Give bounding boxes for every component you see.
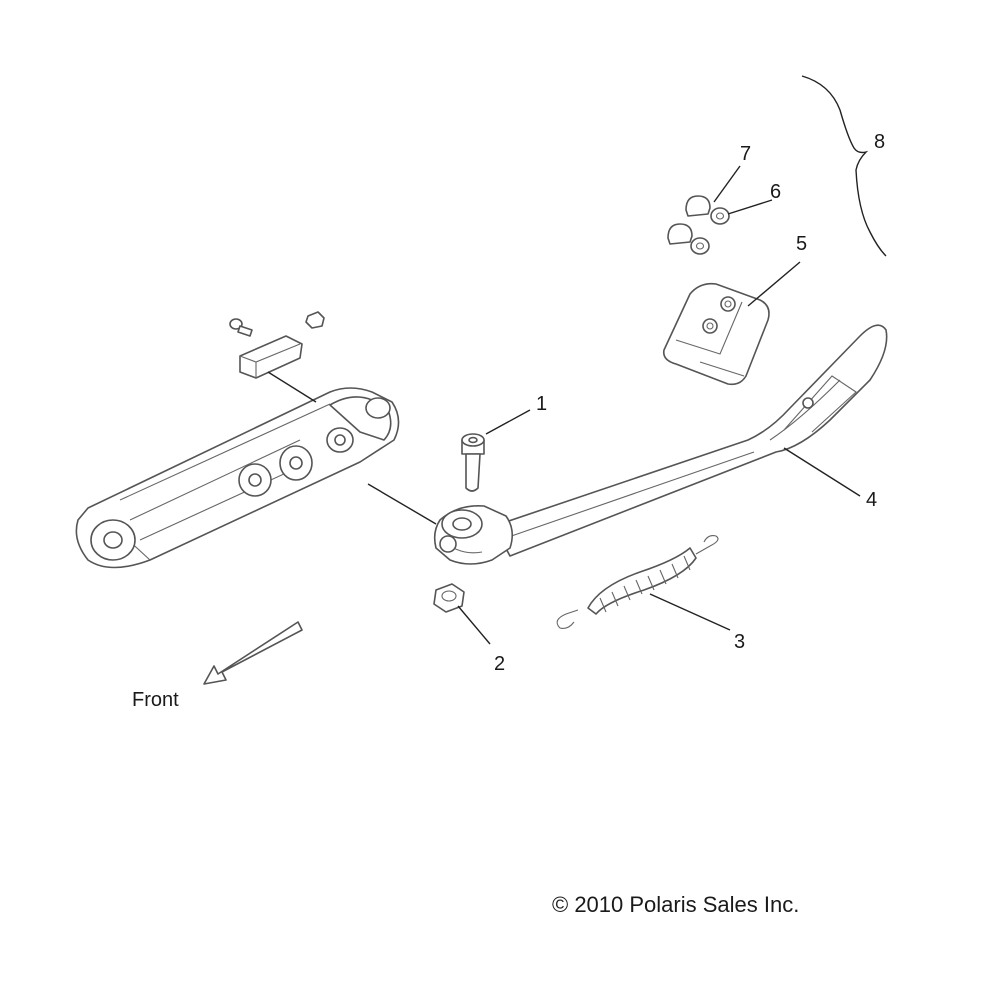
callout-8: 8 bbox=[874, 131, 885, 153]
bracket-clip bbox=[239, 335, 303, 379]
washer-upper bbox=[710, 207, 730, 225]
pivot-bolt bbox=[461, 433, 485, 492]
kit-bracket bbox=[801, 75, 887, 257]
callout-1: 1 bbox=[536, 393, 547, 415]
front-arrow-icon bbox=[203, 621, 303, 685]
return-spring bbox=[556, 535, 719, 629]
leader-3 bbox=[649, 593, 731, 631]
leader-2 bbox=[457, 605, 491, 645]
callout-3: 3 bbox=[734, 631, 745, 653]
leader-6 bbox=[727, 199, 773, 215]
callout-5: 5 bbox=[796, 233, 807, 255]
leader-7 bbox=[713, 165, 741, 203]
leader-5 bbox=[747, 261, 801, 307]
front-label: Front bbox=[132, 689, 179, 711]
callout-6: 6 bbox=[770, 181, 781, 203]
callout-7: 7 bbox=[740, 143, 751, 165]
callout-2: 2 bbox=[494, 653, 505, 675]
callout-4: 4 bbox=[866, 489, 877, 511]
cap-nut-lower bbox=[667, 223, 693, 245]
side-stand bbox=[433, 324, 888, 565]
frame-leader bbox=[367, 483, 437, 525]
pivot-nut bbox=[433, 583, 465, 613]
leader-4 bbox=[783, 447, 861, 497]
frame-rail bbox=[75, 387, 400, 569]
clip-screw bbox=[229, 318, 253, 337]
clip-leader bbox=[267, 371, 317, 403]
washer-lower bbox=[690, 237, 710, 255]
cap-nut-upper bbox=[685, 195, 711, 217]
foot-pad bbox=[662, 282, 770, 386]
leader-1 bbox=[485, 409, 531, 435]
clip-nut bbox=[305, 311, 325, 329]
copyright-text: © 2010 Polaris Sales Inc. bbox=[552, 892, 799, 917]
